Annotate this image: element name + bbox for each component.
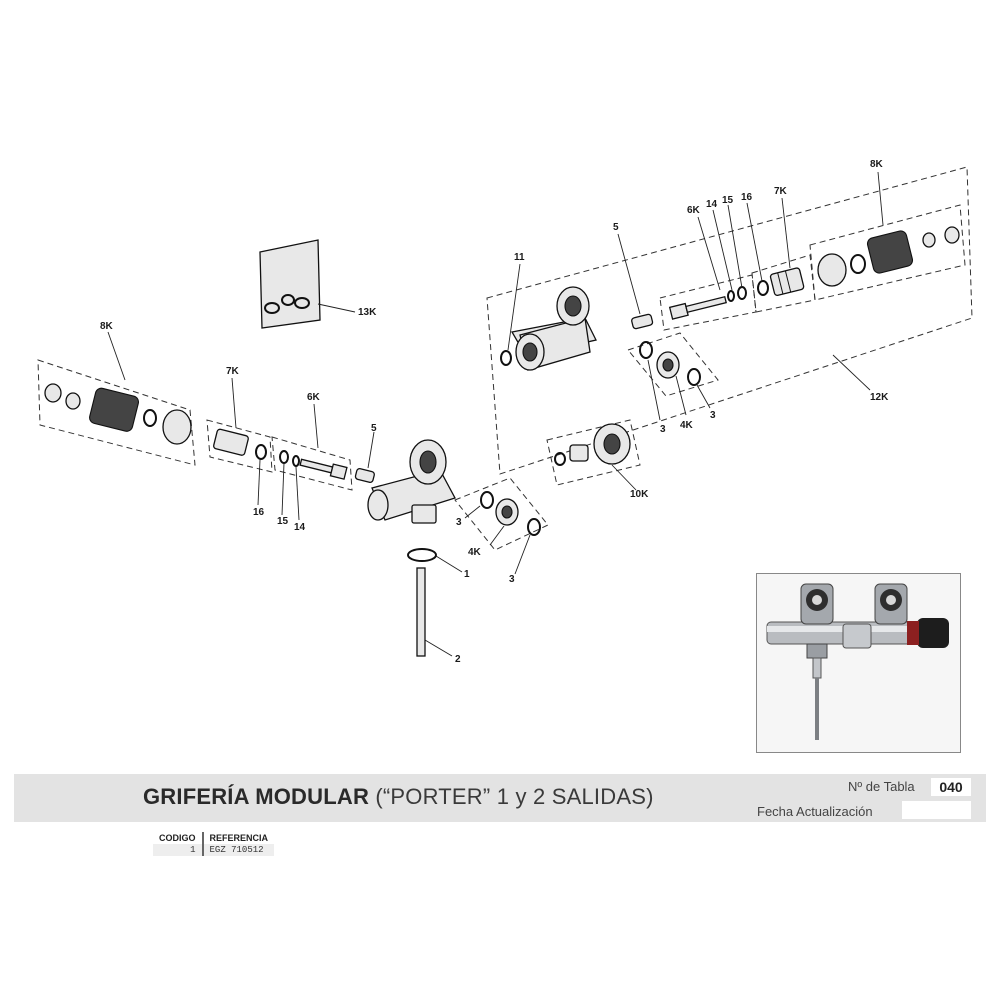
callout-12k: 12K	[870, 392, 889, 403]
callout-labels: 8K 7K 6K 14 15 16 5 11 12K 13K 3 3 4K 10…	[100, 159, 889, 665]
callout-6k-left: 6K	[307, 392, 321, 403]
callout-15-top: 15	[722, 195, 734, 206]
callout-4k-upper: 4K	[680, 420, 694, 431]
cap-8k-left	[65, 392, 81, 410]
fecha-value	[902, 801, 971, 819]
callout-1: 1	[464, 569, 470, 580]
part-5-left	[354, 467, 375, 484]
callout-10k: 10K	[630, 489, 649, 500]
title-subtitle: (“PORTER” 1 y 2 SALIDAS)	[369, 784, 654, 809]
screw-8k-left	[44, 383, 62, 403]
callout-4k-left: 4K	[468, 547, 482, 558]
oring-11	[500, 350, 512, 366]
callout-3-upper-b: 3	[710, 410, 716, 421]
callout-7k-left: 7K	[226, 366, 240, 377]
box-7k-left	[206, 419, 273, 473]
box-8k-left	[37, 359, 196, 466]
oring-1	[407, 548, 437, 562]
title-main: GRIFERÍA MODULAR	[143, 784, 370, 809]
oring-16-left	[255, 444, 267, 460]
oring-3-upper-a	[639, 341, 653, 359]
valve-body-upper	[510, 286, 597, 371]
callout-14-left: 14	[294, 522, 306, 533]
nut-10k	[593, 423, 631, 465]
bonnet-7k-left	[213, 428, 249, 456]
leader-lines	[107, 171, 884, 657]
callout-8k-left: 8K	[100, 321, 114, 332]
cap-8k-upper	[922, 232, 936, 248]
cell-referencia: EGZ 710512	[201, 844, 275, 856]
stem-6k-upper	[668, 295, 727, 320]
knob-8k-left	[89, 387, 140, 432]
washer-8k-upper	[850, 254, 866, 274]
callout-15-left: 15	[277, 516, 289, 527]
callout-3-upper-a: 3	[660, 424, 666, 435]
reference-table-header: CODIGO REFERENCIA	[153, 832, 275, 844]
oring-16-upper	[757, 280, 769, 296]
oring-15-upper	[737, 286, 747, 300]
box-7k-top	[751, 254, 816, 313]
callout-16-top: 16	[741, 192, 753, 203]
header-codigo: CODIGO	[159, 833, 196, 843]
seat-4k-left	[495, 498, 519, 526]
callout-8k-top: 8K	[870, 159, 884, 170]
upper-assembly	[486, 166, 973, 486]
parts-bag-13k	[259, 239, 321, 329]
oring-3-left-a	[480, 491, 494, 509]
part-5-upper	[631, 313, 654, 330]
oring-3-left-b	[527, 518, 541, 536]
title-band	[14, 774, 986, 822]
box-12k	[486, 166, 973, 475]
box-8k-top	[809, 204, 966, 301]
box-4k-top	[627, 332, 719, 397]
dip-tube-2	[416, 567, 426, 657]
callout-6k-top: 6K	[687, 205, 701, 216]
callout-13k: 13K	[358, 307, 377, 318]
callout-16-left: 16	[253, 507, 265, 518]
cell-codigo: 1	[153, 844, 203, 856]
page-title: GRIFERÍA MODULAR (“PORTER” 1 y 2 SALIDAS…	[143, 784, 654, 810]
knob-8k-upper	[866, 230, 914, 274]
callout-5-left: 5	[371, 423, 377, 434]
callout-2: 2	[455, 654, 461, 665]
exploded-parts-diagram: 8K 7K 6K 14 15 16 5 11 12K 13K 3 3 4K 10…	[37, 159, 973, 665]
header-referencia: REFERENCIA	[201, 832, 275, 844]
tabla-number: 040	[931, 778, 971, 796]
valve-body-lower	[367, 439, 456, 524]
box-10k	[546, 419, 641, 486]
washer-8k-left	[143, 409, 157, 427]
callout-14-top: 14	[706, 199, 718, 210]
callout-3-left-a: 3	[456, 517, 462, 528]
oring-10k	[554, 452, 566, 466]
spacer-10k	[569, 444, 589, 462]
valve-photo	[756, 573, 961, 753]
fecha-label: Fecha Actualización	[757, 804, 873, 819]
nut-8k-upper	[817, 253, 847, 287]
seat-4k-upper	[656, 351, 680, 379]
oring-14-left	[292, 455, 300, 467]
oring-14-upper	[727, 290, 735, 302]
callout-11: 11	[514, 252, 525, 263]
oring-3-upper-b	[687, 368, 701, 386]
table-row: 1 EGZ 710512	[153, 844, 275, 856]
oring-15-left	[279, 450, 289, 464]
tabla-label: Nº de Tabla	[848, 779, 915, 794]
lower-assembly	[37, 359, 549, 657]
box-6k-left	[271, 436, 353, 491]
screw-8k-upper	[944, 226, 960, 244]
callout-5-top: 5	[613, 222, 619, 233]
nut-8k-left	[162, 409, 192, 445]
stem-6k-left	[299, 458, 348, 480]
reference-table: CODIGO REFERENCIA 1 EGZ 710512	[153, 832, 275, 856]
callout-3-left-b: 3	[509, 574, 515, 585]
callout-7k-top: 7K	[774, 186, 788, 197]
bonnet-7k-upper	[769, 267, 805, 297]
box-6k-top	[659, 274, 757, 331]
